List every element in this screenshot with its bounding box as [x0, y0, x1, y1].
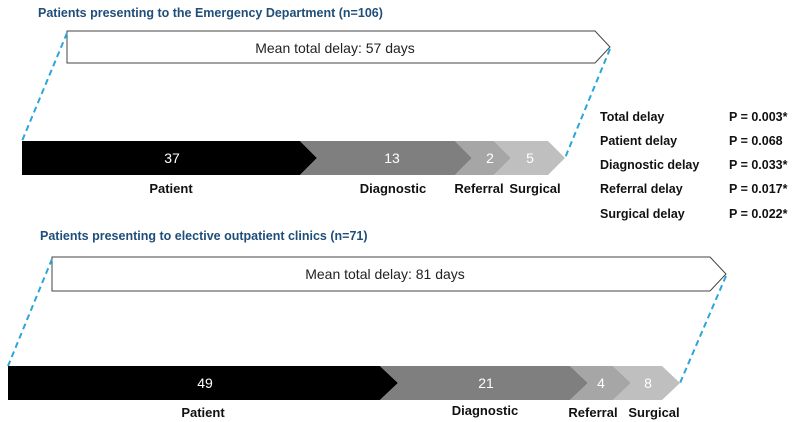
- op-right-dash: [679, 275, 727, 384]
- stat-name-patient: Patient delay: [600, 134, 677, 148]
- stat-p-referral: P = 0.017*: [729, 182, 788, 196]
- op-segment-patient: [8, 366, 398, 400]
- ed-segment-diagnostic: [300, 141, 472, 175]
- ed-segment-surgical: [494, 141, 565, 175]
- ed-segment-referral: [455, 141, 511, 175]
- op-value-surgical: 8: [644, 375, 652, 391]
- op-value-diagnostic: 21: [478, 375, 494, 391]
- stat-name-referral: Referral delay: [600, 182, 683, 196]
- op-mean-arrow: [51, 256, 727, 292]
- ed-label-referral: Referral: [454, 181, 503, 196]
- op-title: Patients presenting to elective outpatie…: [40, 229, 368, 243]
- stat-p-total: P = 0.003*: [729, 110, 788, 124]
- op-label-surgical: Surgical: [628, 405, 679, 420]
- op-label-referral: Referral: [568, 405, 617, 420]
- op-segment-surgical: [613, 366, 680, 400]
- ed-label-patient: Patient: [149, 181, 193, 196]
- op-value-patient: 49: [197, 375, 213, 391]
- ed-value-diagnostic: 13: [384, 150, 400, 166]
- ed-value-referral: 2: [486, 150, 494, 166]
- ed-mean-arrow: [66, 30, 611, 64]
- ed-value-surgical: 5: [526, 150, 534, 166]
- stat-p-diagnostic: P = 0.033*: [729, 158, 788, 172]
- op-segment-diagnostic: [380, 366, 588, 400]
- ed-title: Patients presenting to the Emergency Dep…: [38, 6, 383, 20]
- ed-left-dash: [21, 32, 68, 142]
- op-mean-label: Mean total delay: 81 days: [305, 266, 465, 282]
- stat-p-surgical: P = 0.022*: [729, 207, 788, 221]
- stats-table: Total delay P = 0.003* Patient delay P =…: [600, 110, 788, 221]
- ed-value-patient: 37: [164, 150, 180, 166]
- op-left-dash: [7, 258, 53, 367]
- op-value-referral: 4: [597, 375, 605, 391]
- ed-mean-label: Mean total delay: 57 days: [255, 40, 415, 56]
- op-label-patient: Patient: [181, 405, 225, 420]
- ed-segment-patient: [22, 141, 317, 175]
- stat-name-diagnostic: Diagnostic delay: [600, 158, 699, 172]
- stat-p-patient: P = 0.068: [729, 134, 783, 148]
- op-label-diagnostic: Diagnostic: [452, 403, 518, 418]
- stat-name-total: Total delay: [600, 110, 664, 124]
- ed-label-surgical: Surgical: [509, 181, 560, 196]
- op-segment-referral: [570, 366, 631, 400]
- stat-name-surgical: Surgical delay: [600, 207, 685, 221]
- ed-label-diagnostic: Diagnostic: [360, 181, 426, 196]
